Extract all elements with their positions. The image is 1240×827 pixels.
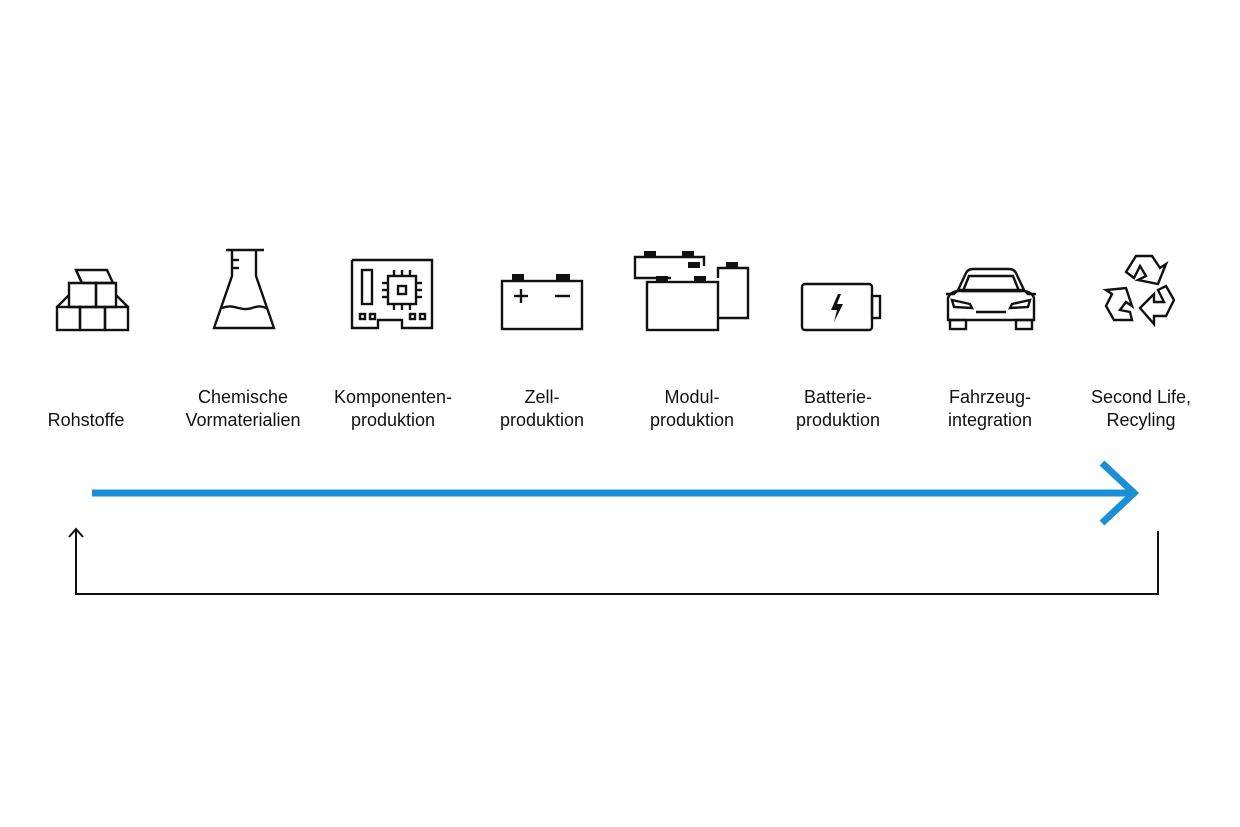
stage-label-rohstoffe: Rohstoffe [47, 410, 125, 430]
stage-label-second-life-recycling: Second Life,Recyling [1090, 387, 1192, 430]
main-flow-arrowhead [1099, 460, 1140, 526]
battery-cell-icon [500, 274, 584, 331]
stage-label-fahrzeugintegration: Fahrzeug-integration [947, 387, 1033, 430]
return-loop-line [75, 530, 1159, 595]
recycle-icon [1102, 254, 1176, 328]
circuit-board-chip-icon [350, 258, 434, 330]
stage-label-zellproduktion: Zell-produktion [499, 387, 585, 430]
raw-material-bars-icon [55, 268, 130, 332]
lab-flask-icon [212, 248, 276, 330]
car-front-icon [946, 267, 1036, 331]
return-loop-arrowhead [68, 527, 84, 538]
stage-label-komponentenproduktion: Komponenten-produktion [333, 387, 453, 430]
stage-label-batterieproduktion: Batterie-produktion [795, 387, 881, 430]
battery-module-icon [633, 251, 750, 332]
battery-charge-icon [800, 282, 882, 332]
stage-label-modulproduktion: Modul-produktion [649, 387, 735, 430]
